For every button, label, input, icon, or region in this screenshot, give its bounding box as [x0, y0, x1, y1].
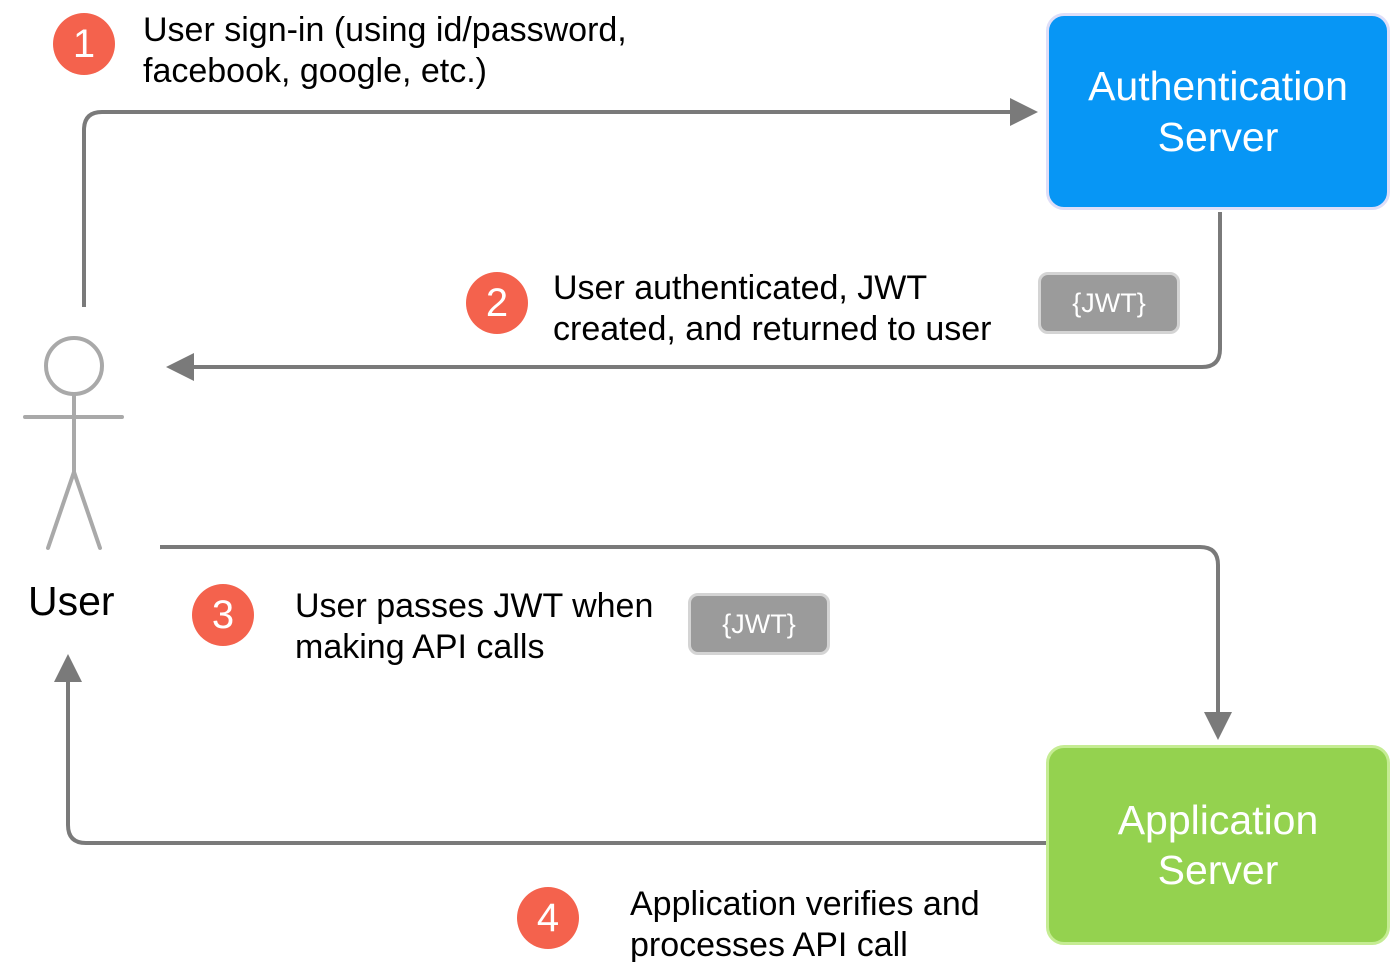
user-actor-label: User	[28, 578, 115, 624]
step-3-description: User passes JWT when making API calls	[295, 587, 654, 667]
stick-figure-body	[23, 392, 124, 550]
user-stick-figure-icon	[23, 336, 124, 550]
step-3-circle: 3	[192, 584, 254, 646]
step-1-description: User sign-in (using id/password, faceboo…	[143, 11, 627, 91]
authentication-server-box: Authentication Server	[1046, 13, 1390, 210]
arrow-4-api-response	[54, 654, 1046, 845]
arrow-2-jwt-returned	[166, 212, 1222, 381]
application-server-box: Application Server	[1046, 745, 1390, 945]
jwt-token-badge: {JWT}	[1038, 272, 1180, 334]
step-2-circle: 2	[466, 272, 528, 334]
step-4-circle: 4	[517, 887, 579, 949]
step-4-description: Application verifies and processes API c…	[630, 885, 980, 962]
arrow-1-signin	[82, 98, 1038, 307]
jwt-token-badge: {JWT}	[688, 593, 830, 655]
step-1-circle: 1	[53, 13, 115, 75]
step-2-description: User authenticated, JWT created, and ret…	[553, 269, 992, 349]
stick-figure-head	[44, 336, 104, 396]
arrow-3-api-call	[160, 545, 1232, 740]
